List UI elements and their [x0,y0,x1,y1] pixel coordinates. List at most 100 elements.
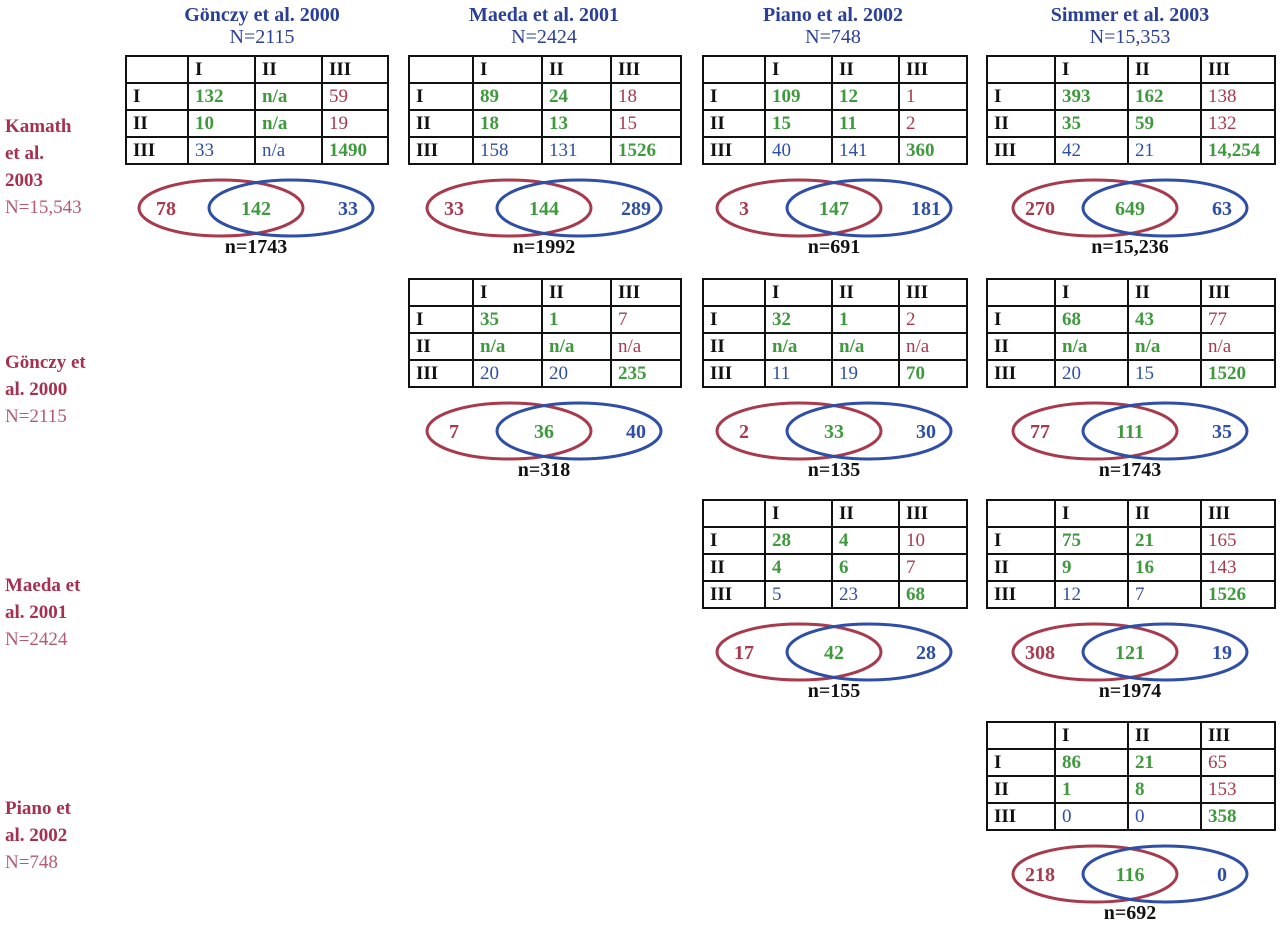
table-column-class-label: I [1054,55,1129,84]
venn-right-count: 181 [911,198,941,220]
table-column-class-label: I [764,499,833,528]
venn-center-count: 147 [819,198,849,220]
column-dataset-size: N=2424 [511,26,577,48]
table-column-class-label: I [1054,721,1129,750]
table-row-class-label: II [125,109,189,138]
row-dataset-name-line: 2003 [5,170,43,191]
table-row-class-label: II [408,332,474,361]
table-cell: 138 [1200,82,1276,111]
table-cell: 20 [472,359,543,388]
table-cell: 1 [898,82,968,111]
overlap-total-label: n=1743 [224,236,288,258]
table-column-class-label: II [1127,55,1202,84]
table-column-class-label: II [831,55,900,84]
table-row-class-label: II [702,553,766,582]
row-dataset-name-line: Kamath [5,116,72,137]
table-row-class-label: I [408,82,474,111]
table-row-class-label: II [986,553,1056,582]
venn-right-ellipse [1081,844,1249,904]
column-dataset-size: N=748 [805,26,861,48]
table-cell: 5 [764,580,833,609]
venn-right-count: 35 [1212,421,1232,443]
table-corner-cell [408,55,474,84]
venn-right-count: 28 [916,642,936,664]
venn-center-count: 111 [1116,421,1144,443]
venn-center-count: 121 [1115,642,1145,664]
table-cell: 19 [831,359,900,388]
venn-center-count: 116 [1116,864,1145,886]
table-row-class-label: II [702,109,766,138]
table-cell: 10 [187,109,256,138]
table-cell: 12 [831,82,900,111]
overlap-total-label: n=1992 [512,236,576,258]
row-dataset-name-line: Piano et [5,798,71,819]
table-column-class-label: II [831,499,900,528]
table-cell: 18 [472,109,543,138]
table-row-class-label: I [986,305,1056,334]
table-row-class-label: III [702,580,766,609]
column-dataset-size: N=2115 [229,26,295,48]
table-cell: n/a [541,332,612,361]
column-dataset-name: Piano et al. 2002 [763,4,903,26]
table-row-class-label: III [986,359,1056,388]
table-cell: 1490 [321,136,389,165]
table-column-class-label: II [1127,278,1202,307]
table-cell: 358 [1200,802,1276,831]
table-corner-cell [702,278,766,307]
table-cell: 393 [1054,82,1129,111]
table-cell: n/a [1127,332,1202,361]
table-cell: 12 [1054,580,1129,609]
table-row-class-label: II [702,332,766,361]
table-column-class-label: II [541,278,612,307]
row-dataset-name-line: Gönczy et [5,352,86,373]
table-cell: 77 [1200,305,1276,334]
venn-right-ellipse [785,622,953,682]
table-cell: 2 [898,305,968,334]
table-cell: 143 [1200,553,1276,582]
table-row-class-label: I [408,305,474,334]
table-cell: 11 [764,359,833,388]
table-cell: 43 [1127,305,1202,334]
venn-right-count: 63 [1212,198,1232,220]
table-cell: 1 [541,305,612,334]
table-row-class-label: I [702,526,766,555]
table-cell: 132 [187,82,256,111]
table-row-class-label: III [702,136,766,165]
venn-right-count: 289 [621,198,651,220]
table-cell: n/a [254,82,323,111]
table-cell: 1526 [610,136,682,165]
column-dataset-size: N=15,353 [1089,26,1171,48]
table-cell: 21 [1127,136,1202,165]
table-cell: 42 [1054,136,1129,165]
table-cell: 7 [610,305,682,334]
table-cell: 70 [898,359,968,388]
table-cell: 89 [472,82,543,111]
table-cell: 14,254 [1200,136,1276,165]
table-cell: 10 [898,526,968,555]
venn-left-ellipse [715,178,883,238]
venn-left-ellipse [1011,401,1179,461]
